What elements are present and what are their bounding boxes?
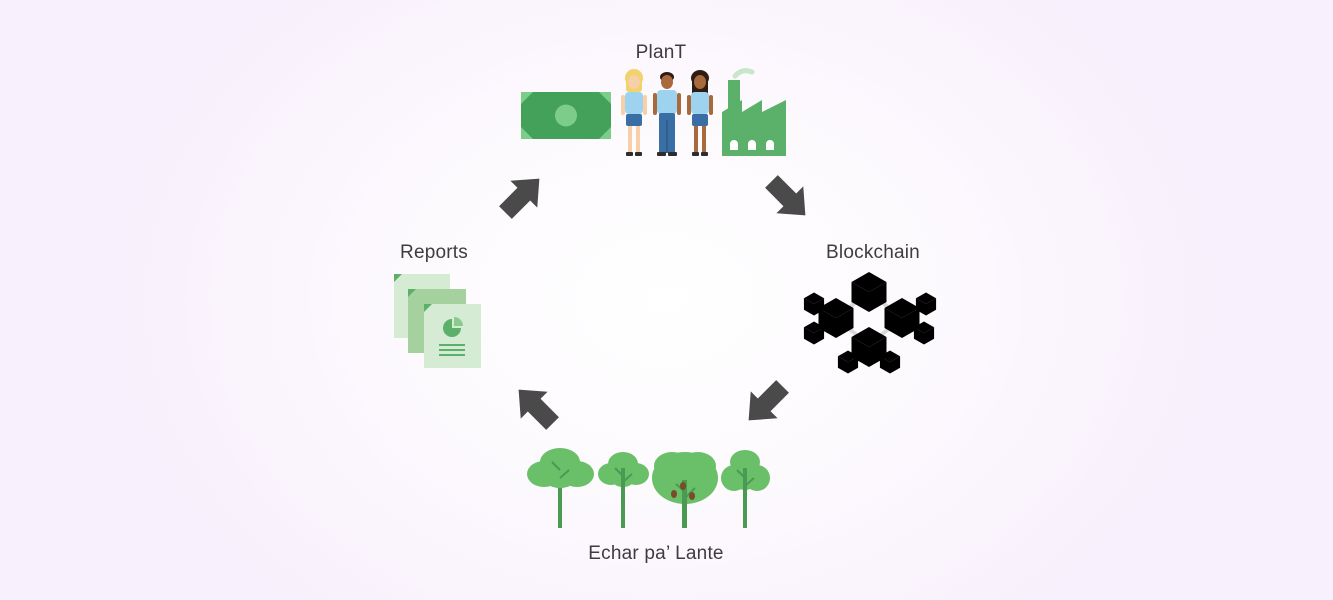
banknote-icon [521,92,611,139]
node-label-blockchain: Blockchain [826,242,920,263]
arrow-reports-to-plant [492,165,553,226]
blockchain-cubes-icon: .y .ct{fill:#ffd84a}.y .cl{fill:#f2b705}… [803,272,937,374]
arrow-plant-to-blockchain [758,168,819,229]
arrow-trees-to-reports [505,376,566,437]
factory-icon [722,68,786,156]
trees-icon [527,448,770,528]
node-label-echar-pa-lante: Echar pa’ Lante [588,543,724,564]
people-icon [621,69,713,156]
report-documents-icon [394,274,481,368]
node-label-plant: PlanT [635,42,687,63]
arrow-blockchain-to-trees [735,373,796,434]
node-label-reports: Reports [400,242,468,263]
